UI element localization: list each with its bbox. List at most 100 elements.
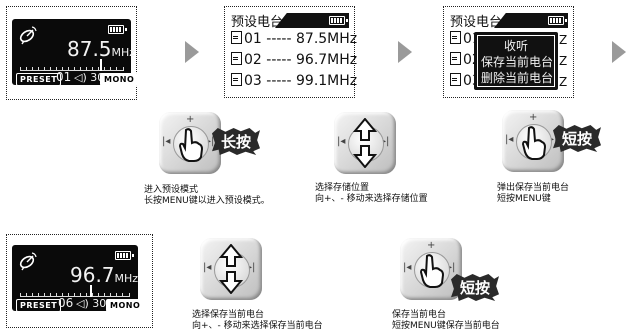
next-step-arrow-icon <box>612 41 626 63</box>
battery-icon <box>108 25 127 34</box>
volume-value: 30 <box>92 297 107 310</box>
popup-screen: 预设电台 01 02 03 Z Z Z 收听 保存当前电台 删除当前电台 <box>448 13 568 93</box>
preset-row-frequency: 87.5MHz <box>296 31 358 47</box>
volume-readout: ◁) 30 <box>76 297 106 310</box>
document-icon <box>231 31 242 44</box>
caption-title: 进入预设模式 <box>144 185 199 195</box>
preset-list-header <box>229 13 289 28</box>
preset-number: 01 <box>56 70 72 84</box>
up-down-arrows-icon <box>219 244 243 294</box>
step3-frame: 预设电台 01 02 03 Z Z Z 收听 保存当前电台 删除当前电台 <box>443 6 574 98</box>
preset-row-number: 01 <box>244 31 262 47</box>
preset-list-title: 预设电台 <box>231 15 284 30</box>
plus-mark: + <box>186 114 195 125</box>
plus-mark: + <box>427 240 436 251</box>
mono-tag: MONO <box>106 299 145 312</box>
next-mark: ▸| <box>447 262 456 273</box>
frequency-value: 87.5 <box>67 37 112 61</box>
row-edge-char: Z <box>559 54 568 68</box>
preset-row-dashes: ----- <box>266 31 292 47</box>
caption-detail: 长按MENU键以进入预设模式。 <box>144 196 270 206</box>
caption-step4: 选择保存当前电台 向+、- 移动来选择保存当前电台 <box>192 310 323 332</box>
caption-step1: 进入预设模式 长按MENU键以进入预设模式。 <box>144 185 270 207</box>
next-mark: ▸| <box>206 136 215 147</box>
caption-title: 选择存储位置 <box>315 183 370 193</box>
step1-frame: 87.5MHz PRESET 01 ◁) 30 MONO <box>6 6 139 100</box>
long-press-label: 长按 <box>212 128 261 155</box>
frequency-value: 96.7 <box>70 263 115 287</box>
document-icon <box>450 52 461 65</box>
document-icon <box>231 52 242 65</box>
preset-row-dashes: ----- <box>266 52 292 68</box>
short-press-label: 短按 <box>451 274 500 301</box>
caption-title: 弹出保存当前电台 <box>497 183 570 193</box>
caption-step5: 保存当前电台 短按MENU键保存当前电台 <box>392 310 500 332</box>
satellite-dish-icon <box>19 26 37 45</box>
prev-mark: |◂ <box>505 134 514 145</box>
menu-item-listen[interactable]: 收听 <box>504 39 529 53</box>
pointing-hand-icon <box>521 126 547 160</box>
preset-row-frequency: 99.1MHz <box>296 73 358 89</box>
updown-button-select: |◂ ▸| <box>334 112 396 174</box>
preset-row-frequency: 96.7MHz <box>296 52 358 68</box>
caption-detail: 向+、- 移动来选择保存当前电台 <box>192 321 323 331</box>
document-icon <box>450 73 461 86</box>
satellite-dish-icon <box>19 252 37 271</box>
caption-title: 保存当前电台 <box>392 310 447 320</box>
popup-menu: 收听 保存当前电台 删除当前电台 <box>474 32 558 90</box>
frequency-unit: MHz <box>111 46 136 59</box>
preset-row-number: 03 <box>244 73 262 89</box>
caption-detail: 向+、- 移动来选择存储位置 <box>315 194 428 204</box>
up-down-arrows-icon <box>353 118 377 168</box>
prev-mark: |◂ <box>162 136 171 147</box>
updown-button-select: |◂ ▸| <box>200 238 262 300</box>
preset-row-dashes: ----- <box>266 73 292 89</box>
frequency-unit: MHz <box>114 272 139 285</box>
menu-item-delete-current[interactable]: 删除当前电台 <box>481 71 554 85</box>
preset-row-number: 02 <box>244 52 262 68</box>
row-edge-char: Z <box>559 75 568 89</box>
popup-menu-inner <box>477 35 555 87</box>
battery-icon <box>548 16 567 25</box>
radio-screen: 87.5MHz PRESET 01 ◁) 30 MONO <box>12 19 139 86</box>
caption-title: 选择保存当前电台 <box>192 310 265 320</box>
radio-screen: 96.7MHz PRESET 06 ◁) 30 MONO <box>12 245 145 312</box>
caption-step2: 选择存储位置 向+、- 移动来选择存储位置 <box>315 183 428 205</box>
next-mark: ▸| <box>381 136 390 147</box>
tuning-scale <box>20 283 130 297</box>
mono-tag: MONO <box>100 73 139 86</box>
prev-mark: |◂ <box>337 136 346 147</box>
menu-button-long-press: + |◂ ▸| <box>159 112 221 174</box>
menu-button-short-press: + |◂ ▸| <box>400 238 462 300</box>
preset-number: 06 <box>58 296 74 310</box>
next-step-arrow-icon <box>185 41 199 63</box>
next-step-arrow-icon <box>398 41 412 63</box>
preset-row[interactable]: 02 ----- 96.7MHz <box>231 52 357 68</box>
frequency-readout: 87.5MHz <box>67 37 135 61</box>
row-edge-char: Z <box>559 33 568 47</box>
menu-button-short-press: + |◂ ▸| <box>502 110 564 172</box>
next-mark: ▸| <box>247 262 256 273</box>
preset-row[interactable]: 03 ----- 99.1MHz <box>231 73 357 89</box>
preset-list-screen: 预设电台 01 ----- 87.5MHz 02 ----- 96.7MHz 0… <box>229 13 357 93</box>
next-mark: ▸| <box>549 134 558 145</box>
caption-step3: 弹出保存当前电台 短按MENU键 <box>497 183 569 205</box>
pointing-hand-icon <box>419 254 445 288</box>
speaker-icon: ◁) <box>76 297 89 310</box>
preset-tag: PRESET <box>16 299 62 312</box>
preset-tag: PRESET <box>16 73 62 86</box>
preset-row[interactable]: 01 ----- 87.5MHz <box>231 31 357 47</box>
document-icon <box>231 73 242 86</box>
prev-mark: |◂ <box>203 262 212 273</box>
short-press-label: 短按 <box>553 125 602 152</box>
menu-item-save-current[interactable]: 保存当前电台 <box>481 55 554 69</box>
frequency-readout: 96.7MHz <box>70 263 138 287</box>
plus-mark: + <box>529 112 538 123</box>
battery-icon <box>329 16 348 25</box>
caption-detail: 短按MENU键 <box>497 194 551 204</box>
tuning-scale <box>20 57 124 71</box>
step2-frame: 预设电台 01 ----- 87.5MHz 02 ----- 96.7MHz 0… <box>224 6 357 98</box>
preset-list-title: 预设电台 <box>450 15 503 30</box>
document-icon <box>450 31 461 44</box>
prev-mark: |◂ <box>403 262 412 273</box>
